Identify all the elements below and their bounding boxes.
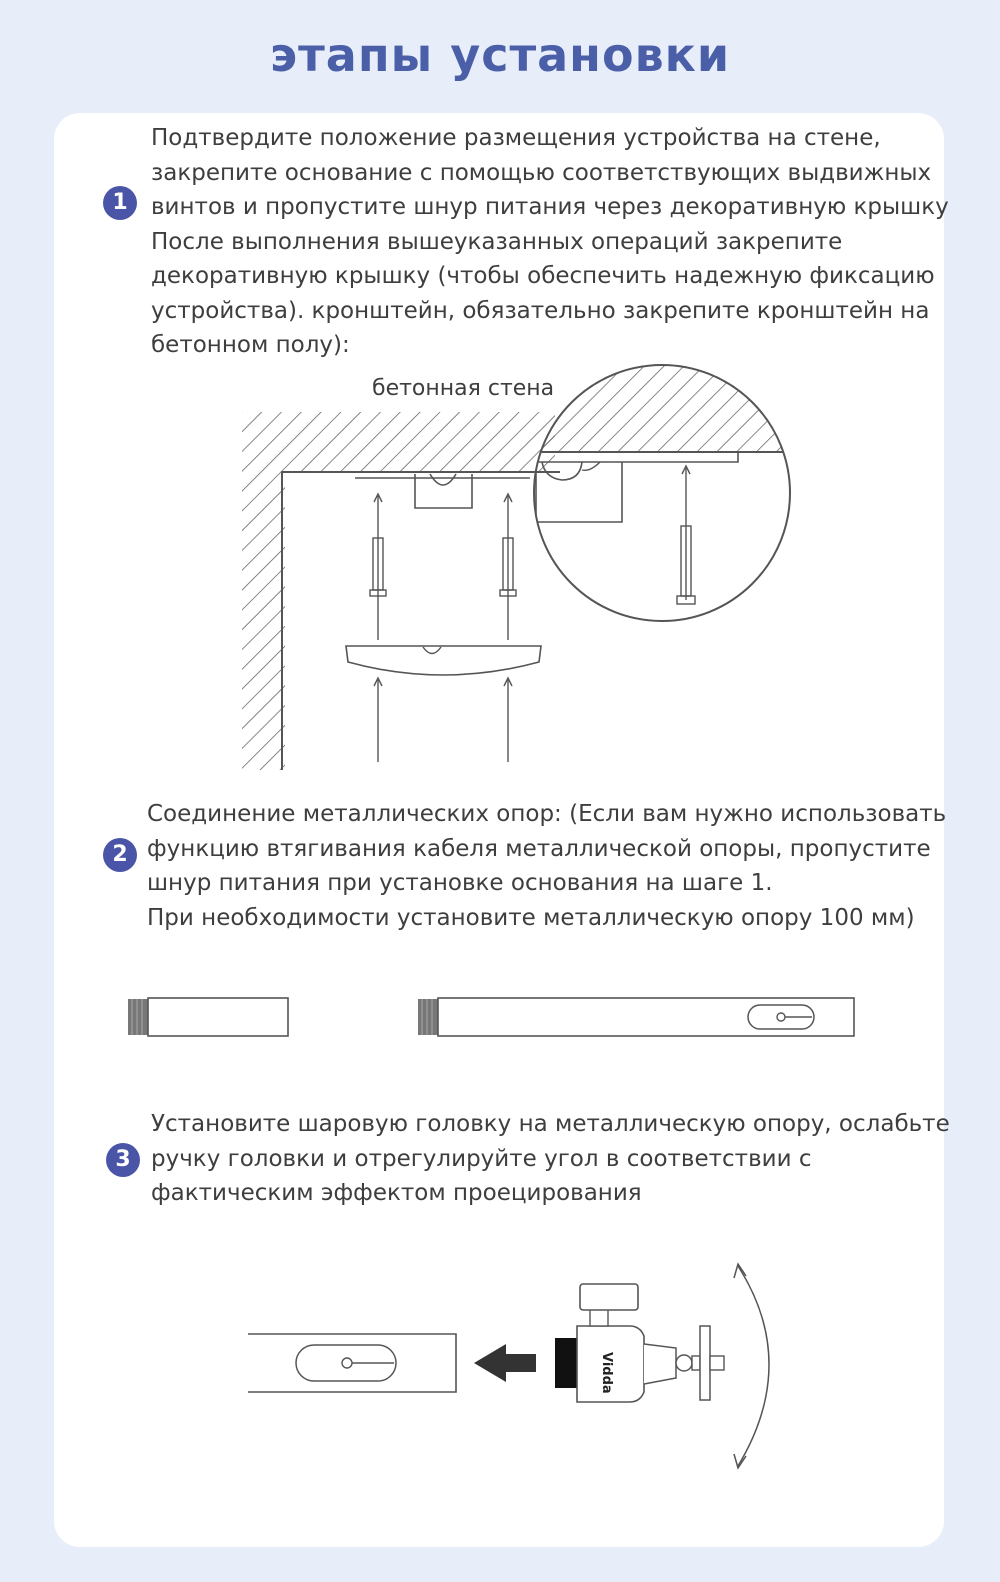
step-2-badge: 2 xyxy=(103,838,137,872)
step-1-line: После выполнения вышеуказанных операций … xyxy=(151,228,843,255)
step-1-text: Подтвердите положение размещения устройс… xyxy=(151,121,949,363)
step-3-line: ручку головки и отрегулируйте угол в соо… xyxy=(151,1145,812,1172)
anchor-screw-right xyxy=(499,492,517,640)
step-3-badge: 3 xyxy=(106,1143,140,1177)
step-1-badge: 1 xyxy=(103,186,137,220)
insert-arrow xyxy=(474,1344,536,1382)
step-1-line: декоративную крышку (чтобы обеспечить на… xyxy=(151,263,935,289)
step-2-line: При необходимости установите металлическ… xyxy=(147,904,915,931)
decorative-cover xyxy=(345,645,542,676)
step-1-line: устройства). кронштейн, обязательно закр… xyxy=(151,297,930,324)
concrete-wall-hatch xyxy=(242,412,560,770)
step-1-line: бетонном полу): xyxy=(151,332,350,358)
step-3-text: Установите шаровую головку на металличес… xyxy=(151,1107,950,1211)
ceiling-bracket xyxy=(414,474,473,509)
step-3-line: фактическим эффектом проецирования xyxy=(151,1180,642,1206)
pole-end xyxy=(248,1333,457,1393)
concrete-wall-label: бетонная стена xyxy=(372,376,554,401)
ball-head: Vidda xyxy=(555,1283,725,1403)
long-metal-pole xyxy=(418,997,855,1037)
step-2-line: функцию втягивания кабеля металлической … xyxy=(147,835,931,862)
step-2-text: Соединение металлических опор: (Если вам… xyxy=(147,797,946,935)
step-1-line: закрепите основание с помощью соответств… xyxy=(151,159,932,186)
anchor-screw-left xyxy=(369,492,387,640)
short-metal-pole xyxy=(128,997,289,1037)
step-2-line: Соединение металлических опор: (Если вам… xyxy=(147,801,947,827)
step-1-line: Подтвердите положение размещения устройс… xyxy=(151,125,881,151)
page-title: этапы установки xyxy=(269,28,731,82)
instructions-card xyxy=(54,113,944,1547)
step-3-line: Установите шаровую головку на металличес… xyxy=(151,1111,950,1137)
up-arrows xyxy=(373,676,513,762)
brand-mark: Vidda xyxy=(599,1352,614,1394)
rotation-arc-arrow xyxy=(733,1262,770,1470)
step-2-line: шнур питания при установке основания на … xyxy=(147,870,773,896)
step-1-line: винтов и пропустите шнур питания через д… xyxy=(151,194,949,220)
